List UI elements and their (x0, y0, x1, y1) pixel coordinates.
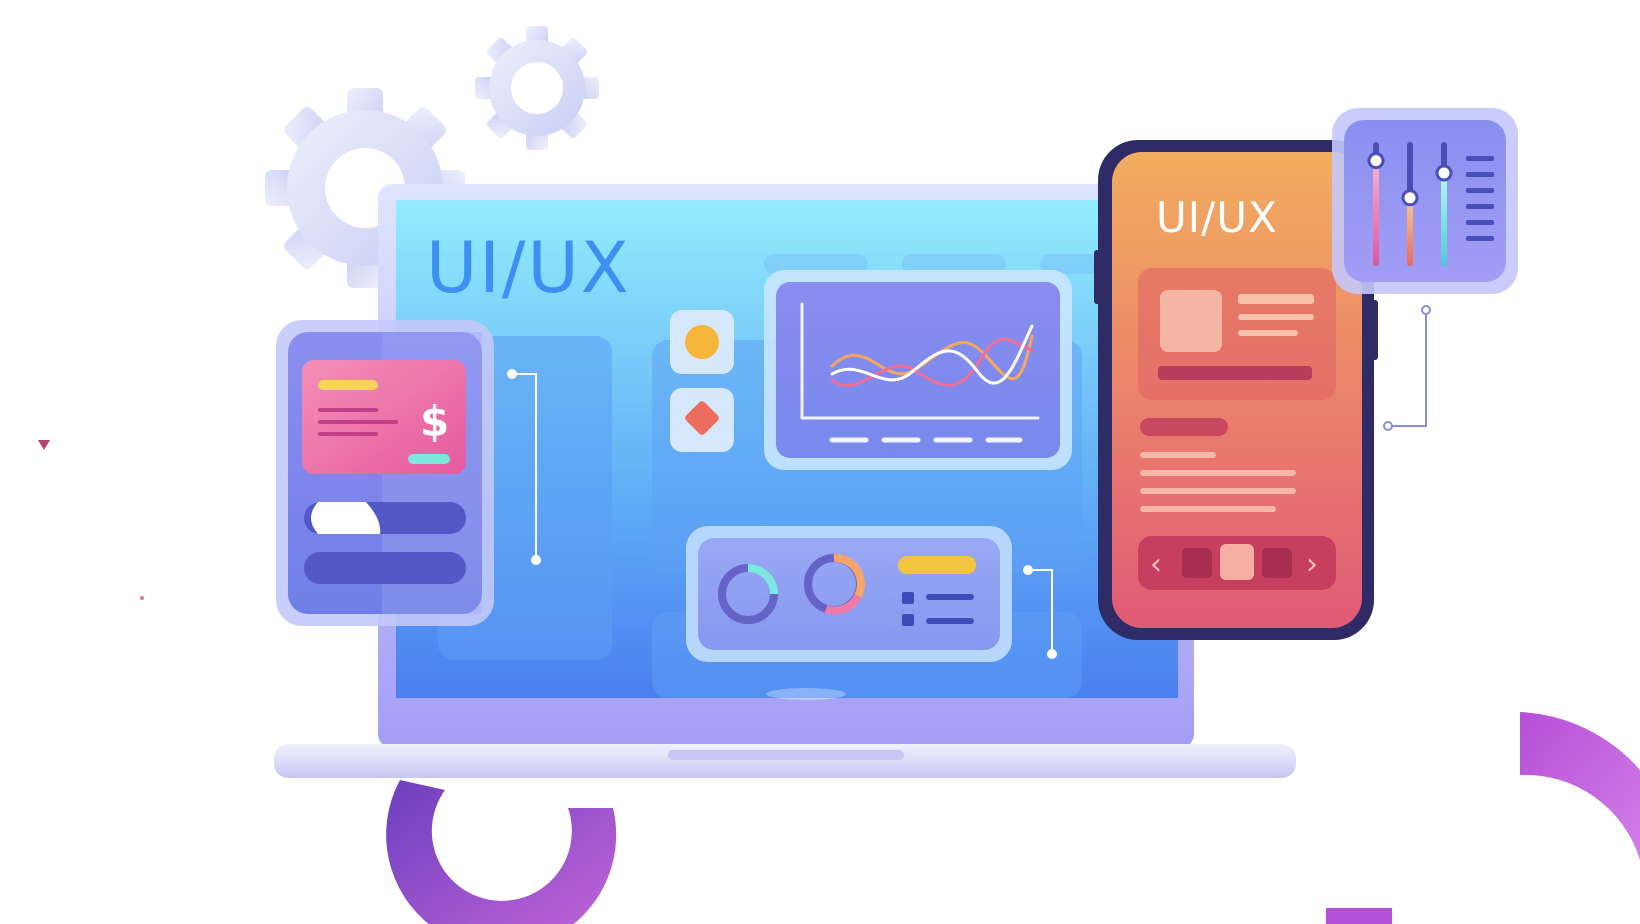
carousel-thumb[interactable] (1262, 548, 1292, 578)
decorative-dot (38, 440, 50, 450)
smartphone: UI/UX ‹ › (1094, 140, 1378, 640)
image-placeholder-icon (1160, 290, 1222, 352)
circle-app-icon (670, 310, 734, 374)
equalizer-lines (1466, 156, 1494, 241)
slider-3-handle[interactable] (1435, 164, 1453, 182)
header-pill (902, 254, 1006, 274)
decorative-ring-bottom-left (386, 780, 617, 924)
header-pill (1040, 254, 1100, 274)
carousel-next-icon[interactable]: › (1306, 547, 1318, 582)
phone-uiux-title: UI/UX (1156, 193, 1278, 242)
slider-3-fill (1441, 173, 1447, 266)
decorative-dot (140, 596, 144, 600)
small-gear-icon (475, 26, 599, 150)
donut-chart (804, 554, 865, 615)
chart-axis (800, 302, 1040, 420)
header-pill (764, 254, 868, 274)
laptop-trackpad-notch (668, 750, 904, 760)
decorative-ring-bottom-right (1520, 712, 1640, 860)
slider-1-fill (1373, 160, 1379, 266)
slider-2-fill (1407, 197, 1413, 266)
laptop-uiux-title: UI/UX (426, 227, 631, 309)
chart-line-white (830, 324, 1034, 385)
chart-line-pink (830, 337, 1034, 388)
line-chart-card (764, 270, 1072, 470)
stats-highlight-bar (898, 556, 976, 574)
decorative-block-bottom (1326, 908, 1392, 924)
diamond-app-icon (670, 388, 734, 452)
slider-2-handle[interactable] (1401, 189, 1419, 207)
phone-text-lines (1140, 452, 1296, 512)
carousel-prev-icon[interactable]: ‹ (1150, 547, 1162, 582)
panel-input-highlight (311, 502, 381, 534)
stats-list (902, 592, 974, 626)
panel-input-bar (304, 552, 466, 584)
equalizer-panel (1332, 108, 1518, 294)
slider-1-handle[interactable] (1367, 152, 1385, 170)
connector-line (507, 369, 541, 565)
phone-carousel: ‹ › (1138, 536, 1336, 590)
laptop-base (274, 744, 1296, 778)
donut-stats-card (686, 526, 1012, 662)
chart-line-orange (830, 334, 1034, 381)
phone-content-card (1138, 268, 1336, 400)
phone-pill (1140, 418, 1228, 436)
donut-chart (718, 564, 778, 624)
dollar-icon: $ (420, 397, 449, 446)
payment-card-panel: $ (276, 320, 494, 626)
connector-line (1383, 305, 1431, 431)
credit-card: $ (302, 360, 466, 474)
carousel-thumb-active[interactable] (1220, 544, 1254, 580)
connector-line (1023, 565, 1057, 659)
carousel-thumb[interactable] (1182, 548, 1212, 578)
